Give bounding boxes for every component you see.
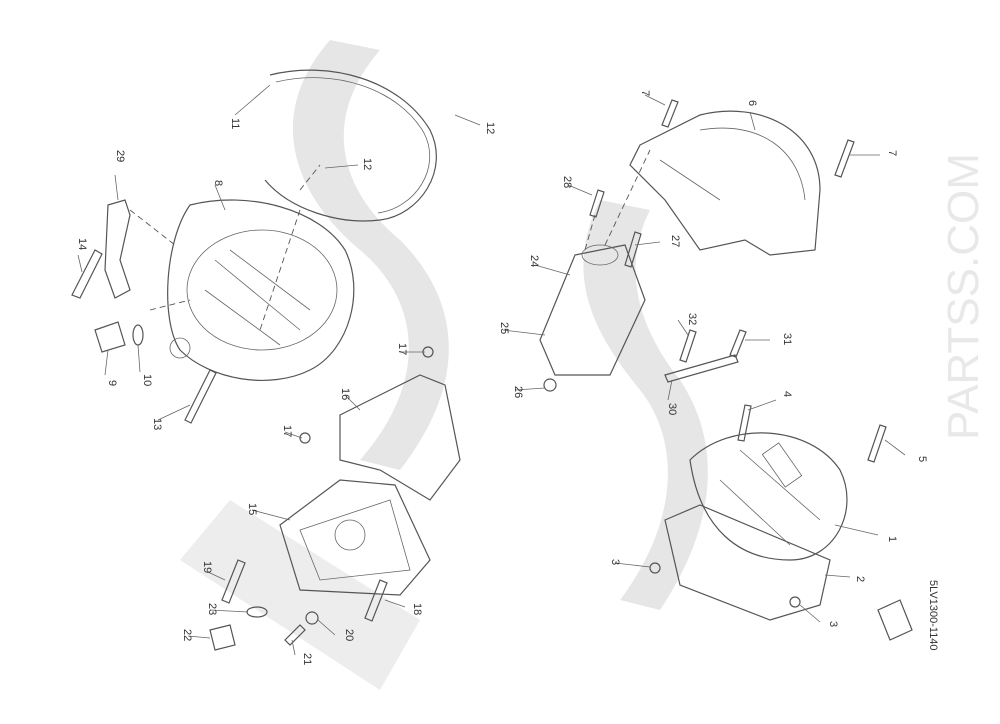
part-32-bolt (679, 329, 697, 363)
part-28-bolt (589, 189, 605, 218)
part-11-gasket (264, 69, 437, 222)
part-29-bracket (104, 199, 131, 299)
callout-25: 25 (498, 322, 510, 334)
callout-20: 20 (343, 629, 355, 641)
part-3-dowel-b (789, 596, 801, 608)
part-8-clutch-cover (167, 199, 355, 381)
part-14-bolt (71, 249, 103, 299)
callout-12: 12 (484, 122, 496, 134)
part-26-dowel (543, 378, 557, 392)
part-15-cover (279, 479, 431, 596)
callout-16: 16 (339, 388, 351, 400)
callout-17: 17 (396, 343, 408, 355)
callout-17: 17 (281, 425, 293, 437)
part-24-25-housing (539, 244, 646, 376)
callout-12: 12 (361, 158, 373, 170)
callout-23: 23 (206, 603, 218, 615)
callout-30: 30 (666, 403, 678, 415)
callout-19: 19 (201, 561, 213, 573)
callout-14: 14 (76, 238, 88, 250)
part-20-dowel (305, 611, 319, 625)
callout-26: 26 (512, 386, 524, 398)
part-13-bolt (184, 369, 217, 424)
callout-1: 1 (886, 536, 898, 542)
callout-31: 31 (781, 333, 793, 345)
part-18-bolt (364, 579, 388, 622)
part-2-gasket (664, 504, 831, 621)
callout-7: 7 (886, 150, 898, 156)
callout-27: 27 (669, 235, 681, 247)
part-22-plug (209, 624, 236, 651)
callout-5: 5 (916, 456, 928, 462)
callout-2: 2 (854, 576, 866, 582)
part-21-bolt (284, 624, 306, 646)
callout-22: 22 (181, 629, 193, 641)
part-3-dowel-a (649, 562, 661, 574)
callout-10: 10 (141, 374, 153, 386)
callout-3: 3 (827, 621, 839, 627)
part-17-dowel-b (299, 432, 311, 444)
callout-7: 7 (639, 90, 651, 96)
leader-lines (77, 84, 906, 656)
part-5-bolt (867, 424, 887, 463)
callout-4: 4 (781, 391, 793, 397)
callout-15: 15 (246, 503, 258, 515)
part-7-bolt-a (661, 99, 679, 128)
callout-3: 3 (609, 559, 621, 565)
drawing-code: 5LV1300-1140 (927, 580, 939, 651)
callout-29: 29 (114, 150, 126, 162)
watermark-text: PARTSS.COM (939, 153, 988, 440)
callouts: 11 12 12 29 8 14 9 10 13 7 6 7 28 27 24 … (76, 90, 928, 665)
callout-6: 6 (746, 100, 758, 106)
watermark: PARTSS.COM (180, 40, 988, 690)
part-27-bolt (624, 231, 642, 268)
callout-9: 9 (106, 380, 118, 386)
part-10-oring (132, 324, 144, 346)
callout-11: 11 (229, 118, 241, 129)
part-7-bolt-b (834, 139, 855, 178)
part-19-bolt (221, 559, 246, 604)
part-6-cover (629, 110, 821, 256)
part-1-cover (689, 432, 848, 561)
part-30-plate (664, 354, 739, 383)
callout-32: 32 (686, 313, 698, 325)
part-16-gasket (339, 374, 461, 501)
part-9-plug (94, 321, 126, 353)
callout-28: 28 (561, 176, 573, 188)
callout-21: 21 (301, 653, 313, 665)
callout-8: 8 (212, 180, 224, 186)
callout-24: 24 (528, 255, 540, 267)
callout-13: 13 (151, 418, 163, 430)
callout-18: 18 (411, 603, 423, 615)
part-4-bolt (737, 404, 752, 442)
manufacturer-mark-icon (877, 599, 913, 641)
part-31-bolt (729, 329, 747, 358)
